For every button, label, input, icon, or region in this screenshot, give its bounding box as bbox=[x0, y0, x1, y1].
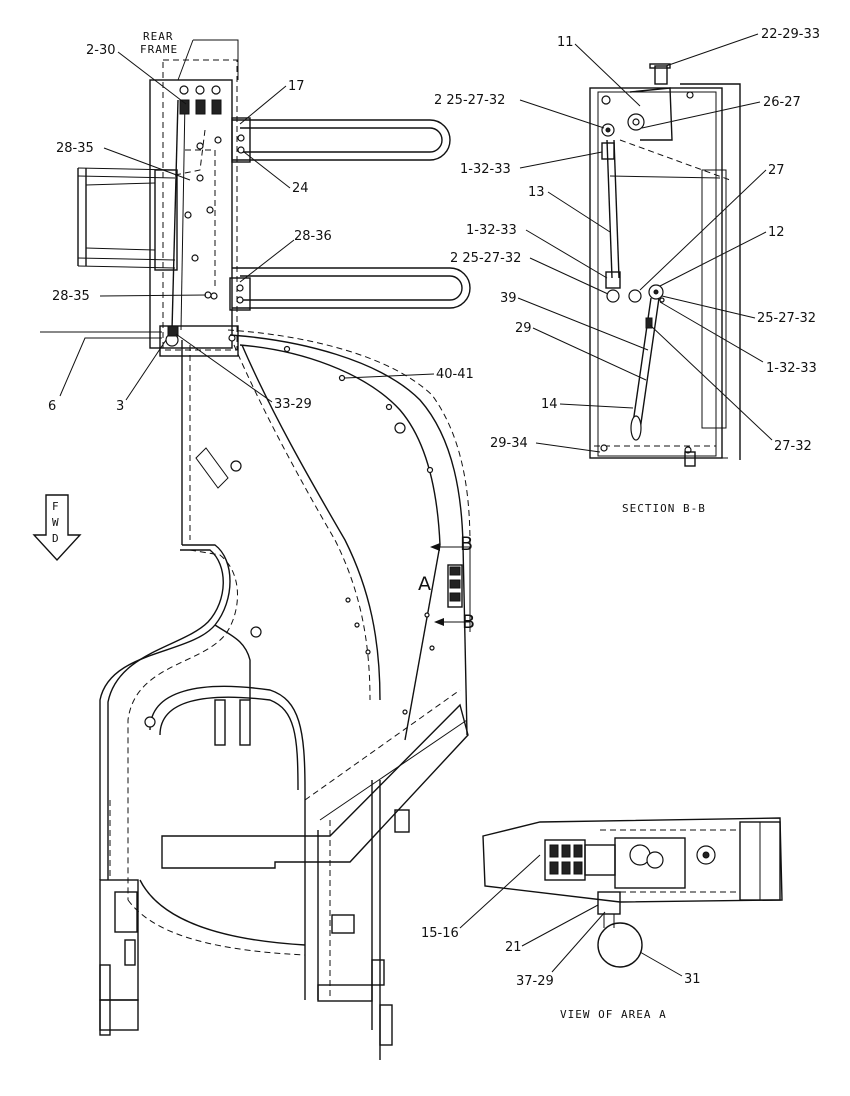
bolt-group-2-30 bbox=[179, 85, 222, 115]
label-25-27-32-right: 25-27-32 bbox=[757, 311, 816, 326]
label-22-29-33: 22-29-33 bbox=[761, 27, 820, 42]
label-3: 3 bbox=[116, 399, 124, 414]
label-21: 21 bbox=[505, 940, 522, 955]
label-25-27-32-mid: 2 25-27-32 bbox=[450, 251, 521, 266]
label-1-32-33-top: 1-32-33 bbox=[460, 162, 511, 177]
area-marker-a: A bbox=[418, 573, 431, 595]
handrail-upper bbox=[231, 117, 451, 163]
label-25-27-32-top: 2 25-27-32 bbox=[434, 93, 505, 108]
label-39: 39 bbox=[500, 291, 517, 306]
label-28-35-bottom: 28-35 bbox=[52, 289, 90, 304]
label-15-16: 15-16 bbox=[421, 926, 459, 941]
view-area-a bbox=[482, 817, 783, 968]
section-bb-view bbox=[589, 63, 741, 467]
label-2-30: 2-30 bbox=[86, 43, 116, 58]
label-33-29: 33-29 bbox=[274, 397, 312, 412]
label-12: 12 bbox=[768, 225, 785, 240]
label-14: 14 bbox=[541, 397, 558, 412]
label-29-34: 29-34 bbox=[490, 436, 528, 451]
section-bb-labels: 11 22-29-33 2 25-27-32 26-27 1-32-33 13 … bbox=[434, 27, 820, 515]
label-17: 17 bbox=[288, 79, 305, 94]
main-view bbox=[32, 39, 471, 1060]
label-1-32-33-right: 1-32-33 bbox=[766, 361, 817, 376]
label-29: 29 bbox=[515, 321, 532, 336]
label-1-32-33-mid: 1-32-33 bbox=[466, 223, 517, 238]
label-31: 31 bbox=[684, 972, 701, 987]
handrail-lower bbox=[204, 267, 471, 311]
label-40-41: 40-41 bbox=[436, 367, 474, 382]
section-marker-b-bottom: B bbox=[462, 611, 475, 633]
label-37-29: 37-29 bbox=[516, 974, 554, 989]
label-28-35-top: 28-35 bbox=[56, 141, 94, 156]
label-26-27: 26-27 bbox=[763, 95, 801, 110]
label-24: 24 bbox=[292, 181, 309, 196]
label-28-36: 28-36 bbox=[294, 229, 332, 244]
fwd-letter-w: W bbox=[52, 516, 60, 529]
rear-frame-label: REAR bbox=[143, 30, 174, 43]
fwd-arrow-icon bbox=[32, 494, 82, 562]
label-11: 11 bbox=[557, 35, 574, 50]
view-area-a-labels: 15-16 21 37-29 31 VIEW OF AREA A bbox=[421, 854, 701, 1021]
main-labels: REAR FRAME 2-30 17 28-35 24 28-36 28-35 … bbox=[40, 30, 475, 633]
rear-frame-label-2: FRAME bbox=[140, 43, 178, 56]
label-13: 13 bbox=[528, 185, 545, 200]
label-27-32: 27-32 bbox=[774, 439, 812, 454]
fwd-letter-d: D bbox=[52, 532, 60, 545]
view-area-a-title: VIEW OF AREA A bbox=[560, 1008, 667, 1021]
valve-block-area-a bbox=[430, 543, 471, 632]
section-bb-title: SECTION B-B bbox=[622, 502, 706, 515]
label-6: 6 bbox=[48, 399, 56, 414]
section-marker-b-top: B bbox=[460, 533, 473, 555]
label-27: 27 bbox=[768, 163, 785, 178]
fwd-letter-f: F bbox=[52, 500, 60, 513]
ladder bbox=[77, 167, 178, 271]
